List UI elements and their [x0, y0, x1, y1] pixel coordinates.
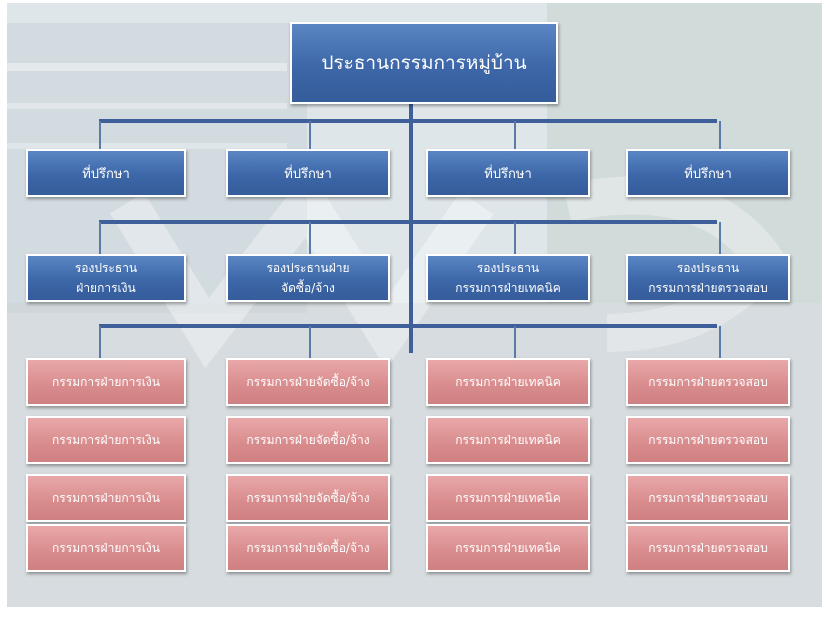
committee-box: กรรมการฝ่ายจัดซื้อ/จ้าง	[226, 474, 390, 522]
committee-box: กรรมการฝ่ายเทคนิค	[426, 416, 590, 464]
committee-label: กรรมการฝ่ายเทคนิค	[455, 540, 561, 555]
committee-box: กรรมการฝ่ายการเงิน	[26, 474, 186, 522]
vice-president-line1: รองประธาน	[476, 261, 540, 275]
vice-drop	[514, 222, 516, 256]
committee-box: กรรมการฝ่ายตรวจสอบ	[626, 416, 790, 464]
committee-label: กรรมการฝ่ายการเงิน	[52, 540, 160, 555]
vice-drop	[719, 222, 721, 256]
committee-label: กรรมการฝ่ายการเงิน	[52, 374, 160, 389]
advisor-drop	[309, 121, 311, 151]
committee-box: กรรมการฝ่ายเทคนิค	[426, 474, 590, 522]
committee-label: กรรมการฝ่ายตรวจสอบ	[648, 374, 768, 389]
org-chart-panel: ประธานกรรมการหมู่บ้าน ที่ปรึกษา ที่ปรึกษ…	[7, 3, 822, 607]
vice-president-line2: กรรมการฝ่ายตรวจสอบ	[648, 281, 768, 295]
committee-label: กรรมการฝ่ายจัดซื้อ/จ้าง	[246, 540, 370, 555]
committee-drop	[309, 326, 311, 360]
committee-label: กรรมการฝ่ายจัดซื้อ/จ้าง	[246, 432, 370, 447]
advisor-label: ที่ปรึกษา	[284, 166, 332, 182]
advisor-drop	[99, 121, 101, 151]
vice-president-box: รองประธาน ฝ่ายการเงิน	[26, 254, 186, 302]
committee-box: กรรมการฝ่ายจัดซื้อ/จ้าง	[226, 524, 390, 572]
advisor-drop	[719, 121, 721, 151]
chairman-label: ประธานกรรมการหมู่บ้าน	[321, 52, 527, 74]
advisor-label: ที่ปรึกษา	[82, 166, 130, 182]
committee-label: กรรมการฝ่ายเทคนิค	[455, 490, 561, 505]
chairman-box: ประธานกรรมการหมู่บ้าน	[290, 22, 558, 104]
committee-label: กรรมการฝ่ายจัดซื้อ/จ้าง	[246, 374, 370, 389]
committee-box: กรรมการฝ่ายจัดซื้อ/จ้าง	[226, 358, 390, 406]
vice-president-line2: กรรมการฝ่ายเทคนิค	[455, 281, 561, 295]
vice-president-line1: รองประธานฝ่าย	[266, 261, 350, 275]
vice-president-line1: รองประธาน	[74, 261, 138, 275]
committee-box: กรรมการฝ่ายเทคนิค	[426, 358, 590, 406]
committee-box: กรรมการฝ่ายการเงิน	[26, 358, 186, 406]
committee-box: กรรมการฝ่ายตรวจสอบ	[626, 524, 790, 572]
committee-box: กรรมการฝ่ายเทคนิค	[426, 524, 590, 572]
vice-president-box: รองประธาน กรรมการฝ่ายเทคนิค	[426, 254, 590, 302]
advisor-box: ที่ปรึกษา	[26, 149, 186, 197]
committee-label: กรรมการฝ่ายเทคนิค	[455, 374, 561, 389]
advisor-box: ที่ปรึกษา	[426, 149, 590, 197]
committee-box: กรรมการฝ่ายจัดซื้อ/จ้าง	[226, 416, 390, 464]
committee-label: กรรมการฝ่ายการเงิน	[52, 490, 160, 505]
vice-president-box: รองประธาน กรรมการฝ่ายตรวจสอบ	[626, 254, 790, 302]
advisor-drop	[514, 121, 516, 151]
committee-label: กรรมการฝ่ายตรวจสอบ	[648, 540, 768, 555]
committee-bus-line	[99, 324, 717, 328]
committee-box: กรรมการฝ่ายตรวจสอบ	[626, 474, 790, 522]
advisor-box: ที่ปรึกษา	[626, 149, 790, 197]
committee-drop	[719, 326, 721, 360]
advisor-bus-line	[99, 119, 717, 123]
advisor-box: ที่ปรึกษา	[226, 149, 390, 197]
committee-label: กรรมการฝ่ายตรวจสอบ	[648, 432, 768, 447]
vice-president-box: รองประธานฝ่าย จัดซื้อ/จ้าง	[226, 254, 390, 302]
committee-box: กรรมการฝ่ายการเงิน	[26, 524, 186, 572]
vice-president-line1: รองประธาน	[676, 261, 740, 275]
advisor-label: ที่ปรึกษา	[484, 166, 532, 182]
advisor-label: ที่ปรึกษา	[684, 166, 732, 182]
committee-drop	[99, 326, 101, 360]
vice-president-line2: ฝ่ายการเงิน	[76, 281, 136, 295]
vice-bus-line	[99, 220, 717, 224]
committee-label: กรรมการฝ่ายเทคนิค	[455, 432, 561, 447]
trunk-line	[409, 103, 413, 353]
vice-president-line2: จัดซื้อ/จ้าง	[281, 281, 335, 295]
committee-drop	[514, 326, 516, 360]
committee-label: กรรมการฝ่ายจัดซื้อ/จ้าง	[246, 490, 370, 505]
committee-label: กรรมการฝ่ายตรวจสอบ	[648, 490, 768, 505]
committee-box: กรรมการฝ่ายการเงิน	[26, 416, 186, 464]
committee-label: กรรมการฝ่ายการเงิน	[52, 432, 160, 447]
vice-drop	[309, 222, 311, 256]
vice-drop	[99, 222, 101, 256]
committee-box: กรรมการฝ่ายตรวจสอบ	[626, 358, 790, 406]
